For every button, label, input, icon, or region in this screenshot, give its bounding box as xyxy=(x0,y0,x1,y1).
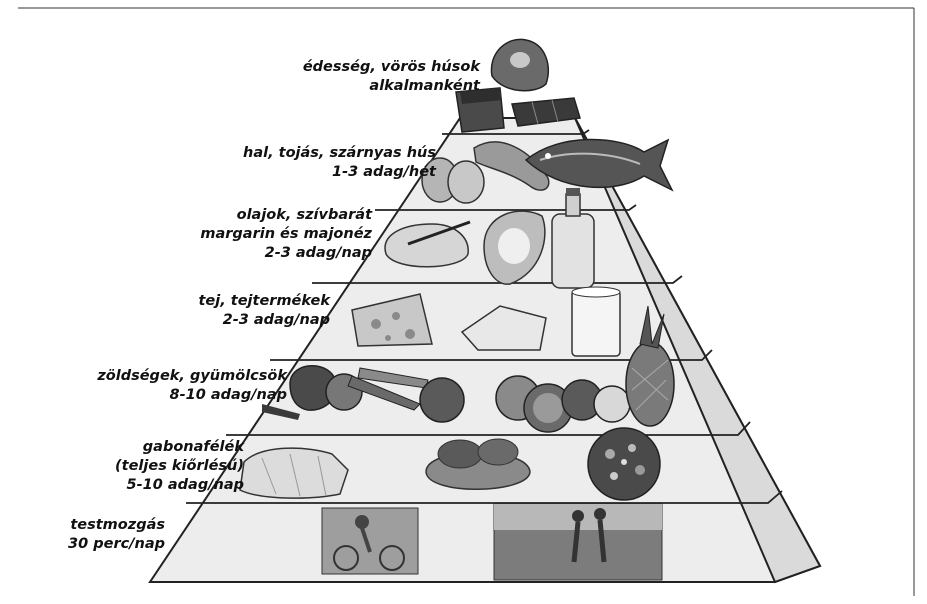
level-label-grains: gabonafélék (teljes kiőrlésű) 5-10 adag/… xyxy=(115,438,244,495)
pasta-icon xyxy=(240,448,348,498)
bottle-neck-icon xyxy=(566,194,580,216)
bread-roll-icon xyxy=(438,440,482,468)
mayonnaise-icon xyxy=(498,228,530,264)
label-line: 5-10 adag/nap xyxy=(115,476,244,495)
level-label-protein: hal, tojás, szárnyas hús 1-3 adag/hét xyxy=(243,144,436,182)
meat-fat-icon xyxy=(510,52,530,68)
label-line: 1-3 adag/hét xyxy=(243,163,436,182)
oil-bottle-icon xyxy=(552,214,594,288)
hiker-head-icon xyxy=(572,510,584,522)
label-line: margarin és majonéz xyxy=(200,225,372,244)
label-line: 30 perc/nap xyxy=(68,535,165,554)
level-label-sweets: édesség, vörös húsok alkalmanként xyxy=(303,58,480,96)
level-label-dairy: tej, tejtermékek 2-3 adag/nap xyxy=(199,292,331,330)
egg-icon xyxy=(448,161,484,203)
bottle-cap-icon xyxy=(566,188,580,196)
fish-eye-icon xyxy=(545,153,551,159)
label-line: testmozgás xyxy=(68,516,165,535)
cyclist-head-icon xyxy=(355,515,369,529)
bread-roll-icon xyxy=(478,439,518,465)
margarine-tub-icon xyxy=(385,224,468,267)
label-line: zöldségek, gyümölcsök xyxy=(97,367,287,386)
label-line: olajok, szívbarát xyxy=(200,206,372,225)
label-line: édesség, vörös húsok xyxy=(303,58,480,77)
label-line: 8-10 adag/nap xyxy=(97,386,287,405)
label-line: hal, tojás, szárnyas hús xyxy=(243,144,436,163)
hiker-head-icon xyxy=(594,508,606,520)
label-line: 2-3 adag/nap xyxy=(200,244,372,263)
level-label-vegetables: zöldségek, gyümölcsök 8-10 adag/nap xyxy=(97,367,287,405)
tomato-icon xyxy=(420,378,464,422)
label-line: tej, tejtermékek xyxy=(199,292,331,311)
label-line: 2-3 adag/nap xyxy=(199,311,331,330)
milk-glass-icon xyxy=(572,290,620,356)
lemon-icon xyxy=(594,386,630,422)
level-label-fats: olajok, szívbarát margarin és majonéz 2-… xyxy=(200,206,372,263)
label-line: alkalmanként xyxy=(303,77,480,96)
level-label-exercise: testmozgás 30 perc/nap xyxy=(68,516,165,554)
label-line: (teljes kiőrlésű) xyxy=(115,457,244,476)
label-line: gabonafélék xyxy=(115,438,244,457)
